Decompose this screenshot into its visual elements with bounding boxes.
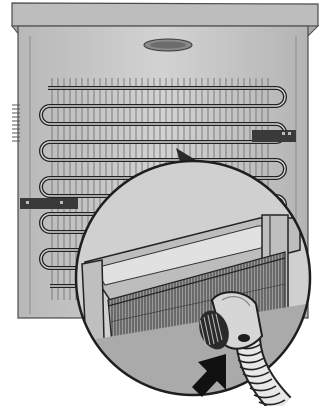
mounting-bracket-left — [20, 198, 78, 209]
mounting-bracket-right — [252, 130, 296, 142]
oval-badge-icon — [144, 39, 192, 51]
